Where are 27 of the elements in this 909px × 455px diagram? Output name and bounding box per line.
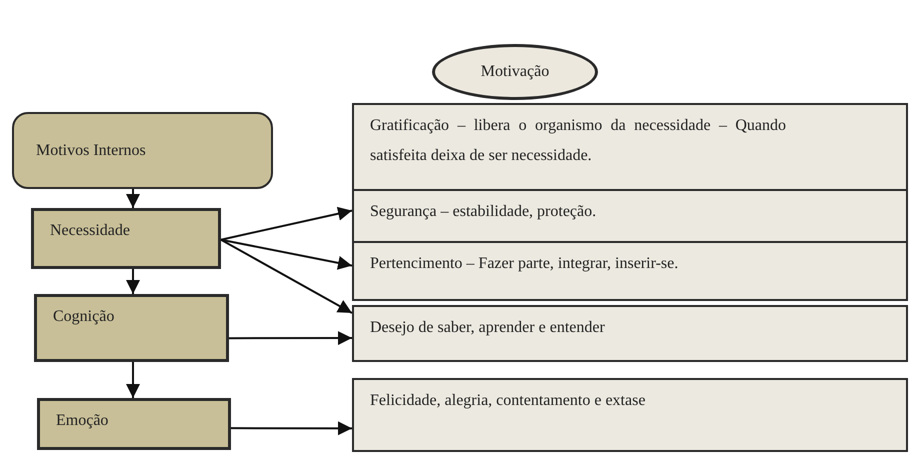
arrow: [229, 331, 352, 346]
description-box: [352, 103, 908, 191]
node-text: Pertencimento – Fazer parte, integrar, inserir-se.: [370, 254, 680, 274]
node-text: Gratificação – libera o organismo da necessidade – Quando satisfeita deixa de ser necessidade.: [370, 116, 786, 166]
arrow: [220, 238, 352, 270]
description-box: [352, 378, 908, 452]
node-text: Cognição: [53, 307, 116, 327]
node-text: Motivação: [480, 62, 550, 82]
arrow: [126, 189, 140, 208]
node-text: Emoção: [56, 411, 110, 431]
arrow: [231, 421, 352, 436]
process-box: [37, 398, 231, 450]
process-box: [12, 112, 273, 189]
node-text: Desejo de saber, aprender e entender: [370, 318, 606, 338]
description-box: [352, 305, 908, 362]
node-text: Segurança – estabilidade, proteção.: [370, 202, 598, 222]
node-text: Motivos Internos: [36, 140, 147, 160]
node-text: Felicidade, alegria, contentamento e extase: [370, 391, 646, 411]
arrow: [126, 362, 140, 398]
arrow: [220, 206, 352, 241]
arrow: [220, 238, 352, 314]
description-box: [352, 189, 908, 243]
process-box: [31, 208, 221, 269]
arrow: [126, 269, 140, 294]
node-text: Necessidade: [50, 221, 131, 241]
description-box: [352, 241, 908, 301]
process-box: [34, 294, 229, 362]
